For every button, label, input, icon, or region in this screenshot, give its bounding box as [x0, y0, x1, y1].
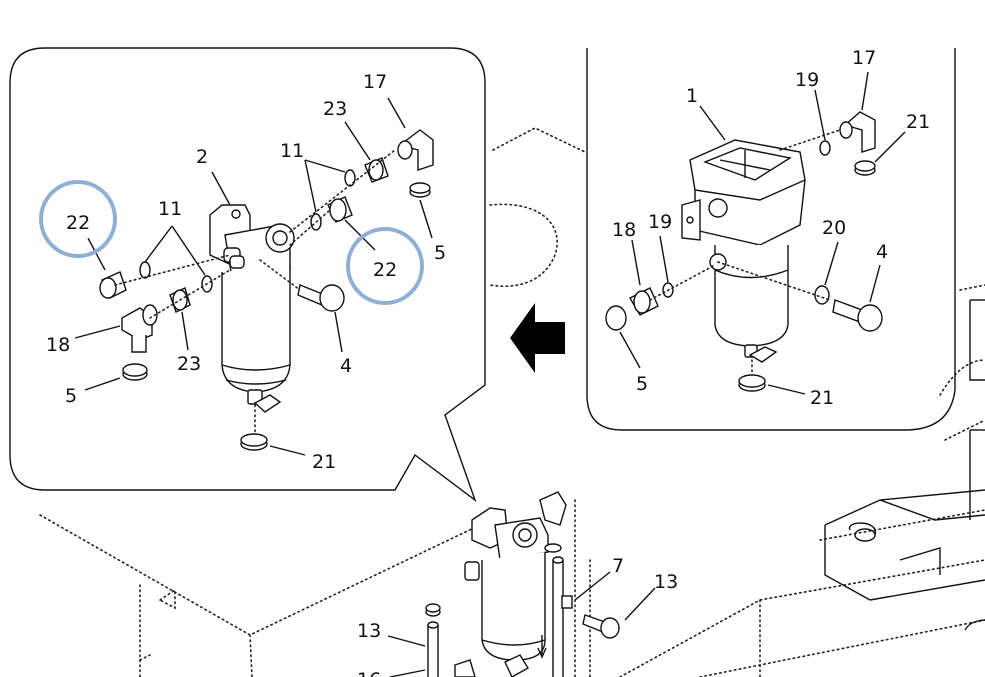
part-label-17: 17: [852, 47, 876, 69]
part-label-13: 13: [357, 620, 381, 642]
part-label-11: 11: [280, 140, 304, 162]
bottom-labels: 7 13 13 16: [357, 555, 678, 677]
part-label-22: 22: [373, 259, 397, 281]
highlight-circle-22-left: [39, 180, 117, 258]
part-label-18: 18: [612, 219, 636, 241]
right-panel-labels: 1 19 17 21 18 19 20 4 5 21: [612, 47, 930, 409]
highlight-circle-22-right: [346, 227, 424, 305]
part-label-2: 2: [196, 146, 208, 168]
part-label-18: 18: [46, 334, 70, 356]
part-label-7: 7: [612, 555, 624, 577]
arrow-left-icon: [510, 303, 565, 373]
callout-panel-left: [9, 47, 486, 502]
part-label-5: 5: [65, 385, 77, 407]
left-panel-leaders: [74, 97, 433, 456]
right-panel-leaders: [619, 71, 906, 395]
part-label-4: 4: [340, 355, 352, 377]
bottom-leaders: [387, 571, 656, 677]
part-label-20: 20: [822, 217, 846, 239]
part-label-21: 21: [906, 111, 930, 133]
part-label-21: 21: [312, 451, 336, 473]
part-label-21: 21: [810, 387, 834, 409]
right-panel-parts: [605, 111, 883, 392]
part-label-17: 17: [363, 71, 387, 93]
part-label-13: 13: [654, 571, 678, 593]
left-panel-labels: 22 11 2 11 23 17 5 22 4 18 23 5 21: [46, 71, 446, 473]
part-label-4: 4: [876, 241, 888, 263]
part-label-23: 23: [323, 98, 347, 120]
part-label-16: 16: [357, 669, 381, 677]
part-label-11: 11: [158, 198, 182, 220]
part-label-19: 19: [648, 211, 672, 233]
part-label-5: 5: [434, 242, 446, 264]
machine-background: [39, 127, 985, 677]
installed-filter-assembly: [425, 491, 620, 677]
left-panel-parts: [99, 129, 434, 451]
machine-frame-right: [824, 299, 985, 631]
part-label-1: 1: [686, 85, 698, 107]
callout-panel-right: [586, 48, 956, 431]
part-label-23: 23: [177, 353, 201, 375]
part-label-19: 19: [795, 69, 819, 91]
part-label-5: 5: [636, 373, 648, 395]
part-label-22: 22: [66, 212, 90, 234]
